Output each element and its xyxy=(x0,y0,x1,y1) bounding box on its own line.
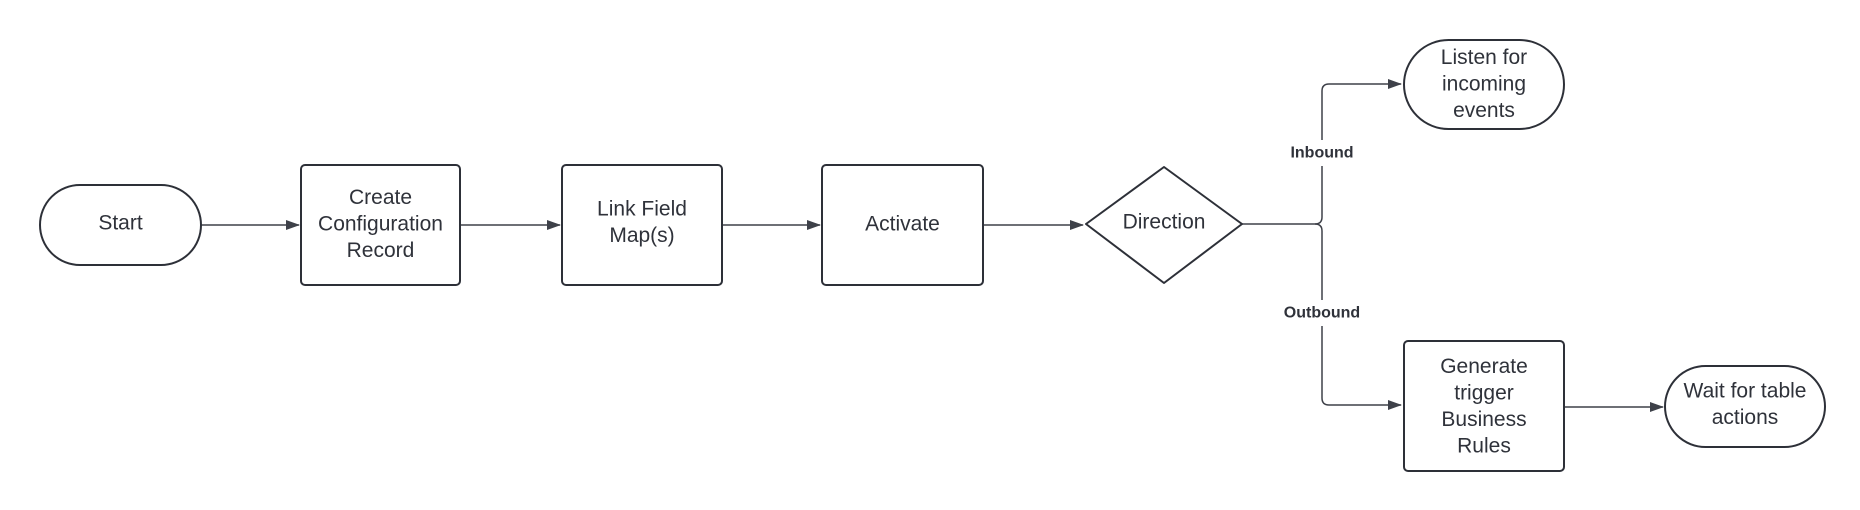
start-node: Start xyxy=(39,184,202,266)
edge-label-inbound-group: Inbound xyxy=(1280,140,1364,166)
edges: Inbound Outbound xyxy=(201,79,1664,412)
node-label-line: trigger xyxy=(1454,381,1514,404)
wait-for-table-actions-label: Wait for table actions xyxy=(1684,379,1807,429)
node-label-line: Business xyxy=(1441,408,1526,431)
wait-for-table-actions-node: Wait for table actions xyxy=(1664,365,1826,448)
listen-for-incoming-events-label: Listen for incoming events xyxy=(1441,46,1527,122)
node-label-line: Generate xyxy=(1440,355,1528,378)
node-label-line: Configuration xyxy=(318,213,443,236)
listen-for-incoming-events-node: Listen for incoming events xyxy=(1403,39,1565,130)
activate-label: Activate xyxy=(865,213,940,236)
node-label-line: Rules xyxy=(1457,434,1511,457)
node-label-line: Start xyxy=(98,212,143,235)
node-label-line: Direction xyxy=(1123,211,1206,234)
node-label-line: Link Field xyxy=(597,197,687,220)
direction-decision-node: Direction xyxy=(1085,166,1243,284)
edge-label-outbound-group: Outbound xyxy=(1275,300,1369,326)
node-label-line: Listen for xyxy=(1441,46,1527,69)
node-label-line: Record xyxy=(347,239,415,262)
activate-node: Activate xyxy=(821,164,984,286)
node-label-line: actions xyxy=(1712,406,1779,429)
node-label-line: Create xyxy=(349,186,412,209)
edge-direction-to-generate xyxy=(1314,223,1402,410)
node-label-line: Wait for table xyxy=(1684,379,1807,402)
node-label-line: incoming xyxy=(1442,73,1526,96)
edge-label-inbound: Inbound xyxy=(1290,145,1353,162)
node-label-line: Activate xyxy=(865,213,940,236)
start-node-label: Start xyxy=(98,212,143,235)
edge-label-outbound: Outbound xyxy=(1284,305,1360,322)
direction-label: Direction xyxy=(1123,211,1206,234)
node-label-line: Map(s) xyxy=(609,224,674,247)
node-label-line: events xyxy=(1453,99,1515,122)
